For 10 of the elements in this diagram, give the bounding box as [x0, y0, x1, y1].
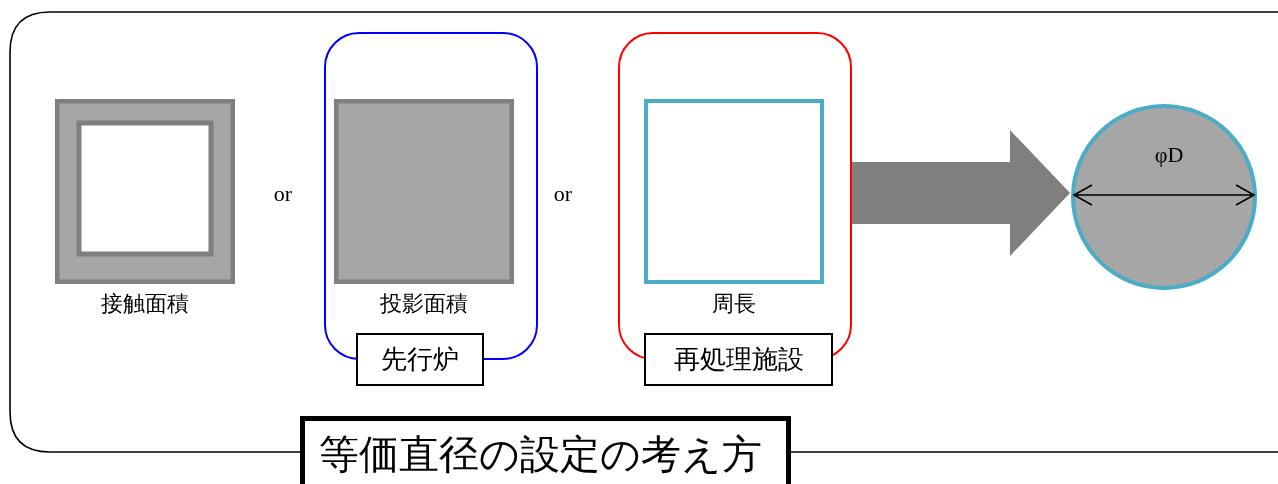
- label-box: 再処理施設: [644, 333, 833, 386]
- shape-caption: 周長: [711, 291, 757, 317]
- title-box: 等価直径の設定の考え方: [300, 416, 791, 484]
- connector-word: or: [272, 181, 294, 207]
- dimension-label: φD: [1153, 142, 1185, 168]
- shape-caption: 接触面積: [100, 291, 190, 317]
- connector-word: or: [552, 181, 574, 207]
- block-arrow: [852, 130, 1070, 256]
- label-box: 先行炉: [356, 333, 484, 386]
- shape-caption: 投影面積: [379, 291, 469, 317]
